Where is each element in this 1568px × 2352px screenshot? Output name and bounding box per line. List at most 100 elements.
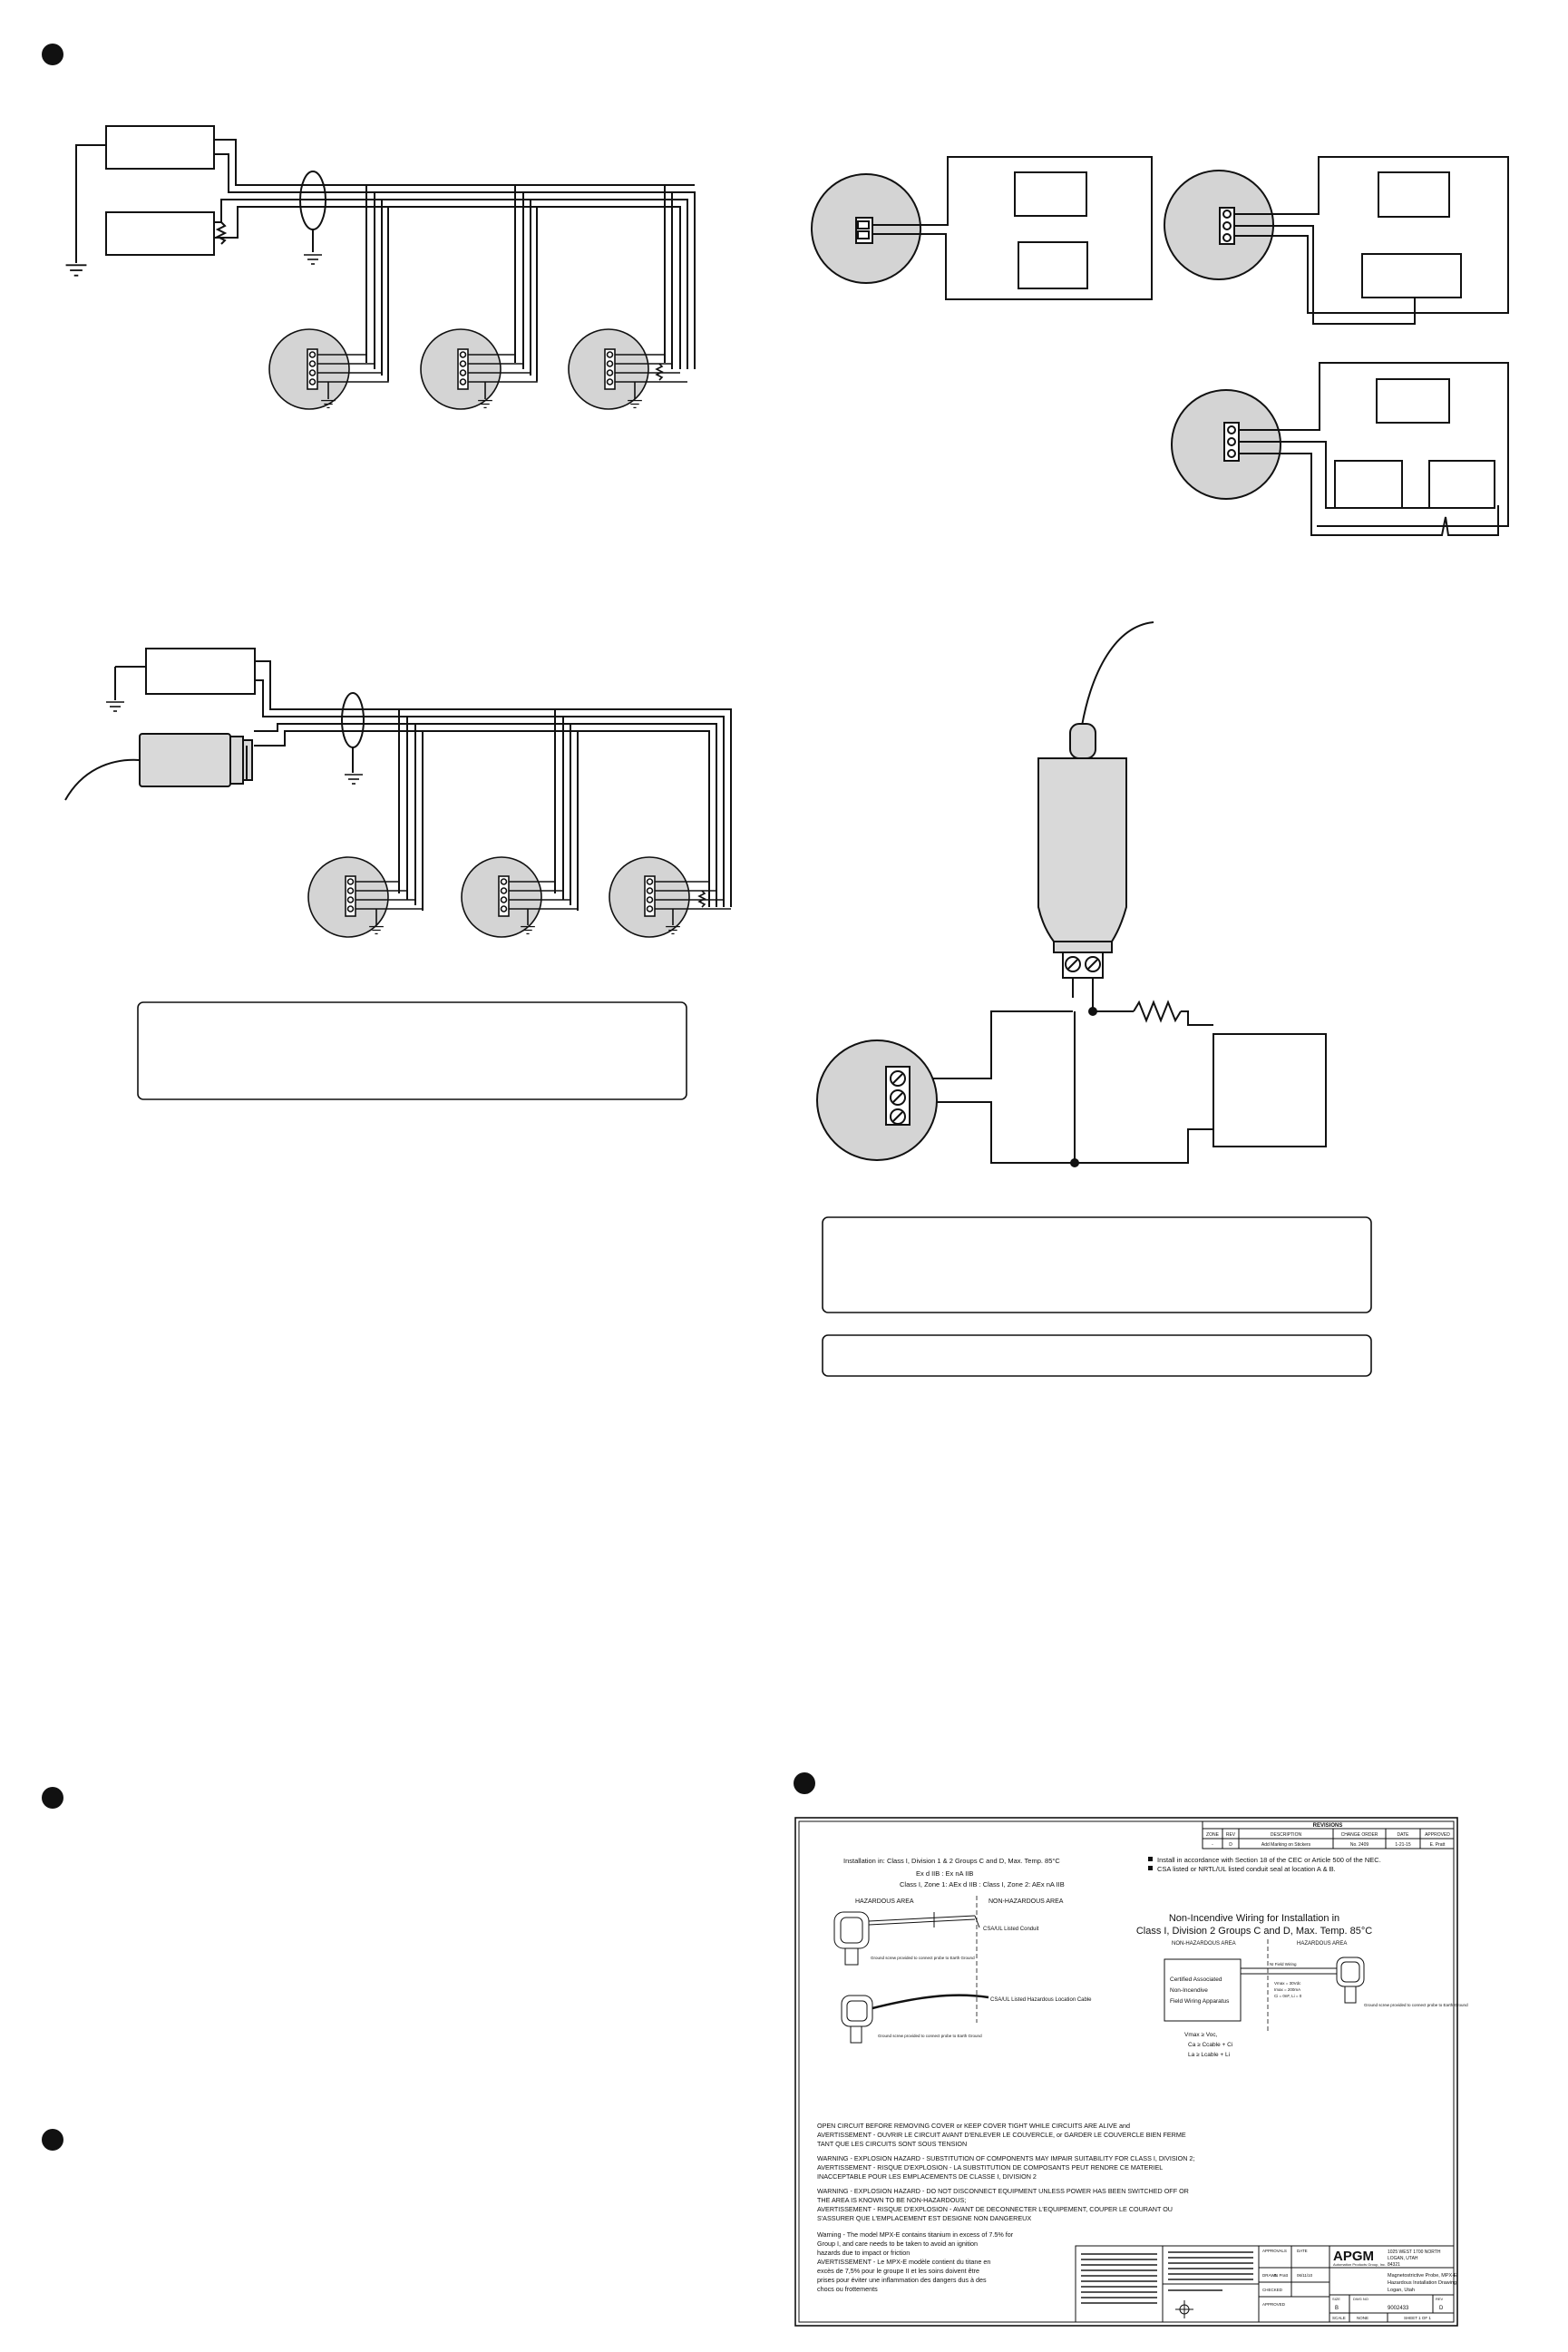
probe-housing-icon: [1336, 1957, 1365, 2004]
tb-logan-2: LOGAN, UTAH: [1388, 2256, 1418, 2261]
tb-approvals: APPROVALS: [1262, 2249, 1287, 2253]
rev-row-desc: Add Marking on Stickers: [1261, 1842, 1311, 1848]
ni-eq-1: Vmax ≥ Voc,: [1184, 2032, 1218, 2038]
note-box-left: [137, 1001, 687, 1100]
section-bullet-icon: [42, 44, 63, 65]
tb-drawn-by: E. Pratt: [1274, 2273, 1289, 2278]
warning-4c: hazards due to impact or friction: [817, 2249, 910, 2257]
hazardous-area-label: HAZARDOUS AREA: [855, 1898, 914, 1905]
install-line-3: Class I, Zone 1: AEx d IIB : Class I, Zo…: [900, 1880, 1065, 1888]
controller-box: [105, 125, 215, 170]
network-diagram-1: [65, 125, 696, 381]
tb-dwg-no-label: DWG NO: [1353, 2297, 1368, 2301]
warning-4b: Group I, and care needs to be taken to a…: [817, 2240, 978, 2248]
power-supply-box: [105, 211, 215, 256]
title-block: [1075, 2245, 1455, 2323]
install-line-2: Ex d IIB : Ex nA IIB: [916, 1869, 973, 1878]
three-wire-diagram: [1164, 156, 1509, 325]
ground-note-1: Ground screw provided to connect probe t…: [871, 1956, 975, 1960]
revisions-table: [1202, 1820, 1455, 1849]
ni-title-1: Non-Incendive Wiring for Installation in: [1169, 1913, 1339, 1924]
network-diagram-2: [64, 648, 732, 911]
ni-ground-note: Ground screw provided to connect probe t…: [1364, 2003, 1468, 2007]
tb-logan-3: 84321: [1388, 2262, 1400, 2268]
rev-row-rev: D: [1229, 1842, 1232, 1848]
install-bullet-2: CSA listed or NRTL/UL listed conduit sea…: [1157, 1865, 1336, 1873]
three-wire-dual-diagram: [1171, 362, 1509, 536]
section-bullet-icon: [794, 1772, 815, 1794]
section-bullet-icon: [42, 1787, 63, 1809]
rev-header-co: CHANGE ORDER: [1341, 1832, 1378, 1838]
resistor-icon: [215, 221, 228, 245]
rev-header-rev: REV: [1226, 1832, 1236, 1838]
ni-eq-3: La ≥ Lcable + Li: [1188, 2052, 1230, 2058]
warning-2b: AVERTISSEMENT - RISQUE D'EXPLOSION - LA …: [817, 2163, 1163, 2171]
tb-size-value: B: [1335, 2306, 1339, 2311]
tb-size-label: SIZE: [1332, 2297, 1340, 2301]
section-bullet-icon: [42, 2129, 63, 2151]
rev-header-date: DATE: [1398, 1832, 1410, 1838]
cable-shield-icon: [341, 692, 365, 748]
tb-scale-label: SCALE: [1332, 2316, 1346, 2320]
tb-company-sub: Automation Products Group, Inc.: [1333, 2262, 1386, 2267]
warning-4g: chocs ou frottements: [817, 2285, 878, 2293]
rev-header-approved: APPROVED: [1425, 1832, 1450, 1838]
tb-dwg-no: 9002433: [1388, 2306, 1409, 2311]
warning-1a: OPEN CIRCUIT BEFORE REMOVING COVER or KE…: [817, 2122, 1130, 2130]
tb-title-3: Logan, Utah: [1388, 2288, 1415, 2293]
rev-header-zone: ZONE: [1206, 1832, 1220, 1838]
ni-hazardous-label: HAZARDOUS AREA: [1297, 1941, 1347, 1947]
probe-housing-icon: [833, 1911, 980, 1966]
ni-box-line-2: Non-Incendive: [1170, 1987, 1208, 1994]
tb-rev-label: REV: [1436, 2297, 1444, 2301]
rev-row-approved: E. Pratt: [1430, 1842, 1446, 1848]
probe-row-2: [307, 856, 731, 938]
warning-4a: Warning - The model MPX-E contains titan…: [817, 2230, 1014, 2239]
ni-title-2: Class I, Division 2 Groups C and D, Max.…: [1136, 1926, 1372, 1937]
tb-drawn-date: 06/11/10: [1297, 2273, 1313, 2278]
tb-title-1: Magnetostrictive Probe, MPX-E: [1388, 2273, 1457, 2279]
probe-row-1: [268, 328, 687, 410]
warning-3b: THE AREA IS KNOWN TO BE NON-HAZARDOUS;: [817, 2196, 966, 2204]
tb-checked: CHECKED: [1262, 2288, 1283, 2292]
warning-4d: AVERTISSEMENT - Le MPX-E modèle contient…: [817, 2258, 990, 2266]
resistor-icon: [655, 363, 664, 381]
ni-param-3: Ci = 0nF, Li = 0: [1274, 1994, 1302, 1998]
tb-drawn: DRAWN: [1262, 2273, 1278, 2278]
rev-row-zone: -: [1212, 1842, 1213, 1848]
non-hazardous-area-label: NON-HAZARDOUS AREA: [989, 1898, 1064, 1905]
two-wire-diagram: [811, 156, 1153, 300]
warning-4f: prises pour éviter une inflammation des …: [817, 2276, 987, 2284]
ni-apparatus-box: [1164, 1958, 1242, 2022]
resistor-icon: [1133, 1000, 1182, 1023]
warning-3d: S'ASSURER QUE L'EMPLACEMENT EST DESIGNE …: [817, 2214, 1031, 2222]
install-bullet-1: Install in accordance with Section 18 of…: [1157, 1856, 1381, 1864]
rev-row-co: No. 2409: [1350, 1842, 1369, 1848]
tb-sheet: SHEET 1 OF 1: [1404, 2316, 1431, 2320]
installation-drawing: REVISIONS ZONE REV DESCRIPTION CHANGE OR…: [794, 1817, 1468, 2327]
ni-field-wiring-label: NI Field Wiring: [1270, 1962, 1297, 1967]
ni-non-hazardous-label: NON-HAZARDOUS AREA: [1172, 1941, 1236, 1947]
tb-approved: APPROVED: [1262, 2302, 1286, 2307]
cable-label: CSA/UL Listed Hazardous Location Cable: [990, 1997, 1092, 2003]
rev-row-date: 1-21-15: [1395, 1842, 1410, 1848]
warning-1c: TANT QUE LES CIRCUITS SONT SOUS TENSION: [817, 2140, 967, 2148]
tb-rev-value: D: [1439, 2306, 1444, 2311]
ni-eq-2: Ca ≥ Ccable + Ci: [1188, 2042, 1232, 2048]
rev-header-desc: DESCRIPTION: [1271, 1832, 1302, 1838]
revisions-title: REVISIONS: [1313, 1823, 1343, 1829]
ni-box-line-3: Field Wiring Apparatus: [1170, 1998, 1230, 2005]
warning-3a: WARNING - EXPLOSION HAZARD - DO NOT DISC…: [817, 2187, 1189, 2195]
tb-scale-value: NONE: [1357, 2316, 1368, 2320]
ground-note-2: Ground screw provided to connect probe t…: [878, 2034, 982, 2038]
ni-box-line-1: Certified Associated: [1170, 1976, 1222, 1983]
warning-1b: AVERTISSEMENT - OUVRIR LE CIRCUIT AVANT …: [817, 2131, 1186, 2139]
tb-company: APGM: [1333, 2249, 1374, 2264]
resistor-icon: [697, 890, 706, 908]
warning-2a: WARNING - EXPLOSION HAZARD - SUBSTITUTIO…: [817, 2154, 1194, 2162]
ni-param-2: Imax = 200mA: [1274, 1987, 1300, 1992]
warning-2c: INACCEPTABLE POUR LES EMPLACEMENTS DE CL…: [817, 2172, 1037, 2181]
tb-title-2: Hazardous Installation Drawing: [1388, 2280, 1456, 2286]
probe-resistor-diagram: [816, 621, 1327, 1167]
